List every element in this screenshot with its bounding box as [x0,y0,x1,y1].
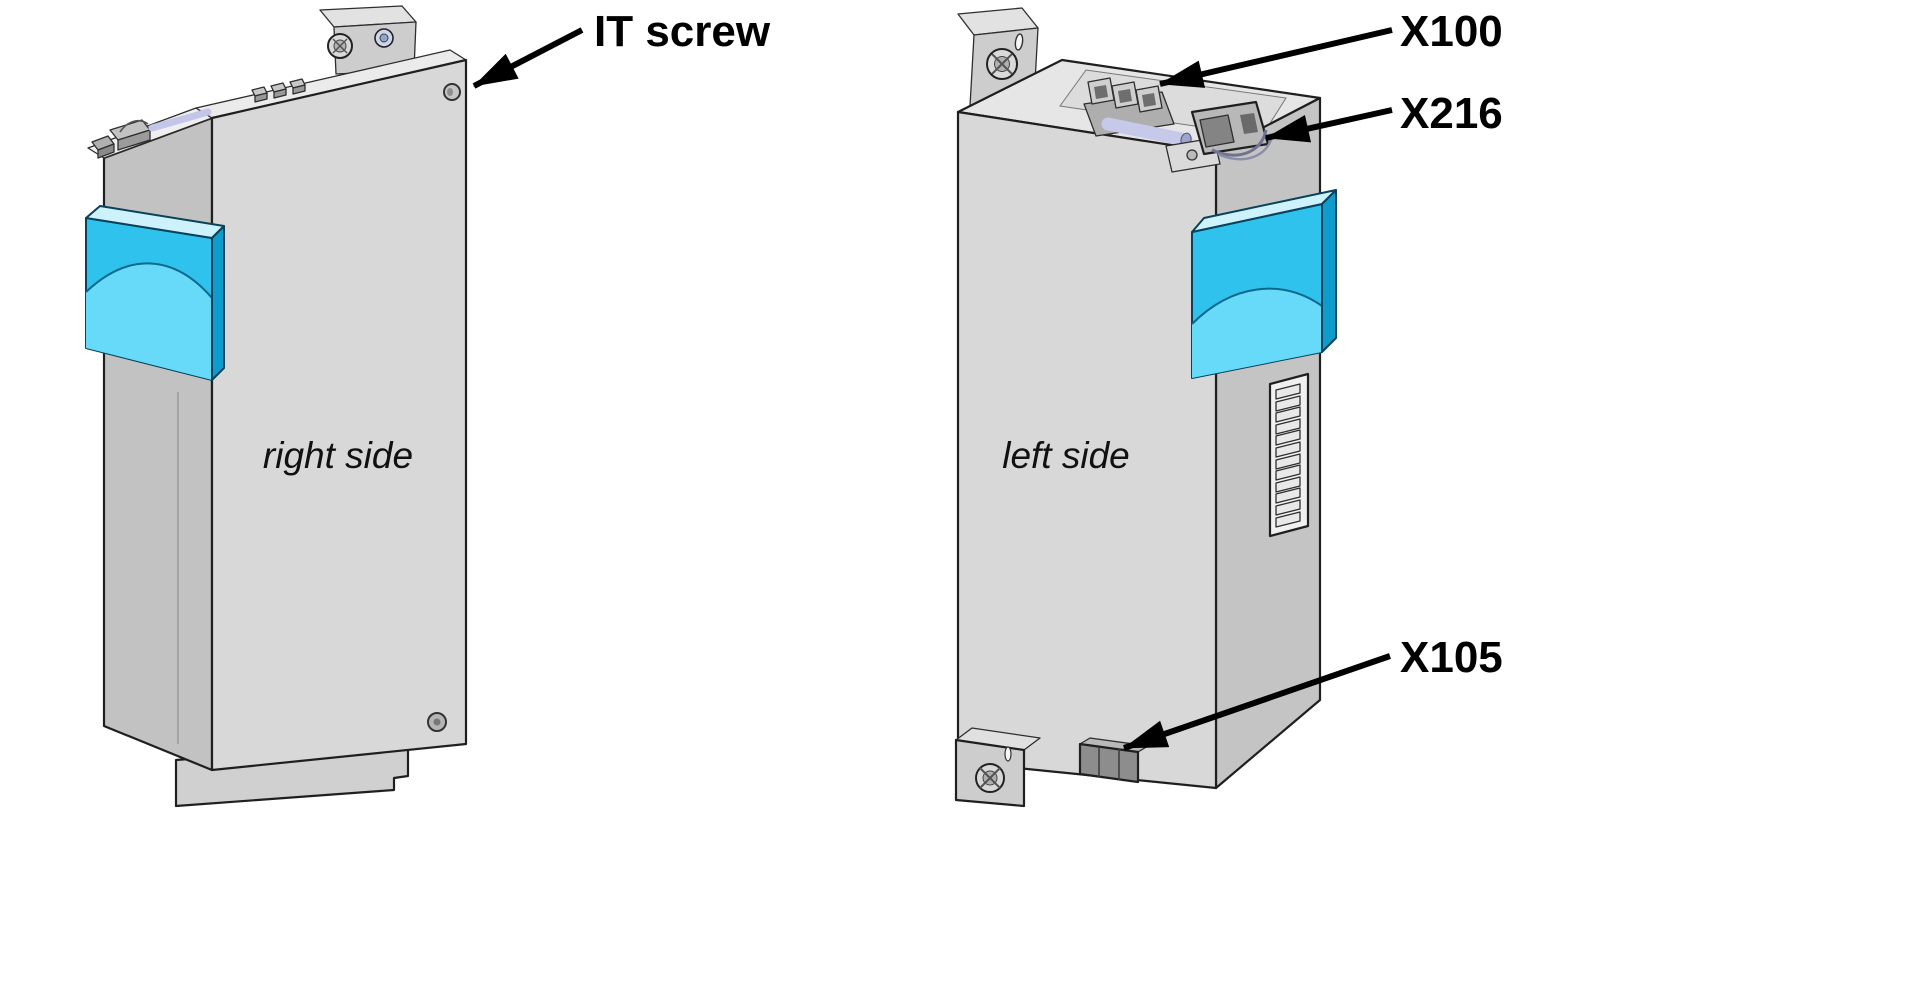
bus-rod [1101,117,1193,147]
terminal-cell [1275,453,1301,470]
wire [1211,129,1268,157]
mounting-bracket-top [319,5,417,75]
device-body [87,49,468,772]
pin-front [273,88,287,99]
it-screw-label: IT screw [594,7,771,56]
terminal-cell [1275,464,1301,481]
x216-arrow [1265,107,1393,143]
front-face [956,110,1218,790]
screw-slot [332,38,348,54]
terminal-cell [1275,511,1301,528]
cover-curve-edge [85,262,213,299]
cyan-cover [1191,189,1337,379]
terminal-cell [1275,395,1301,412]
terminal-hole [1094,85,1108,99]
plate-screw-icon [1186,149,1198,161]
component-wire [119,119,149,133]
terminal-hole [1142,93,1156,107]
top-components [91,78,306,159]
terminal-cell [1275,383,1301,400]
x100-label: X100 [1400,7,1503,56]
bottom-screw-hole-center [433,718,441,726]
x100-arrow [1159,27,1393,88]
left-side-caption: left side [1002,435,1130,476]
terminal-cell [1275,406,1301,423]
cover-side-edge [1321,189,1337,353]
bracket-slot [1014,33,1024,51]
it-screw-arrow [472,27,584,89]
screw-slot [979,767,1001,789]
terminal-hole [1118,89,1132,103]
x216-label: X216 [1400,89,1503,138]
connector-body [1078,742,1140,784]
terminal-cell [1275,418,1301,435]
left-side-view: left side [954,7,1337,808]
terminal-cell [1275,487,1301,504]
terminal-strip [1268,372,1310,538]
x105-arrow [1123,653,1391,751]
bus-rod [148,108,212,132]
right-side-view: right side [85,5,468,808]
connector-hole [1240,113,1258,134]
it-screw-hole-center [447,88,453,96]
right-side-caption: right side [263,435,413,476]
callouts: IT screw X100 X216 X105 [472,7,1503,751]
cover-highlight [1192,288,1322,378]
x105-label: X105 [1400,633,1503,682]
front-face [210,58,468,772]
terminal-cell [1275,476,1301,493]
terminal-cell [1275,429,1301,446]
component-front [97,143,115,159]
cover-highlight [86,263,212,380]
component-front [117,129,151,151]
mounting-bracket-bottom [954,727,1041,808]
cover-curve-edge [1191,287,1323,325]
pin-front [254,92,268,103]
screw-slot [991,53,1013,75]
pin-front [292,84,306,95]
connector-block [1199,114,1235,148]
bracket-slot [1004,746,1012,762]
cover-side-edge [211,225,225,381]
terminal-cell [1275,441,1301,458]
device-body [956,58,1322,790]
bracket-washer-center [379,33,389,43]
cyan-cover [85,205,225,381]
terminal-cell [1275,499,1301,516]
connector-x216 [1165,100,1274,173]
